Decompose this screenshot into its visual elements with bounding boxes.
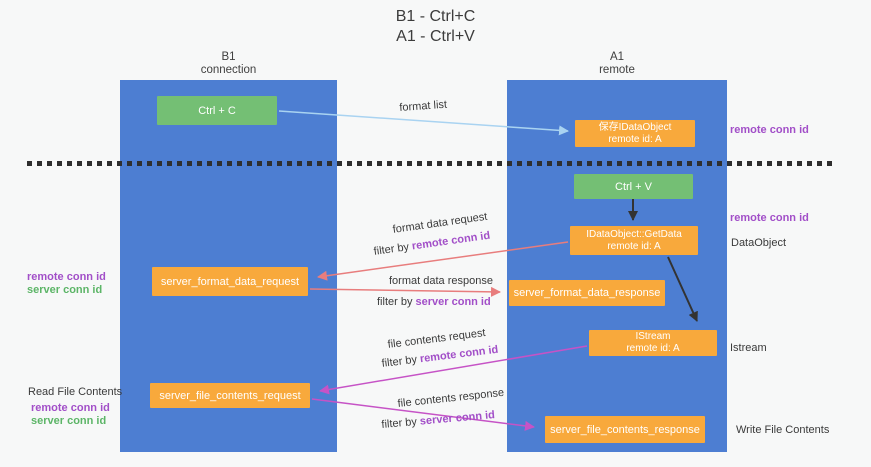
- title-line-1: B1 - Ctrl+C: [395, 8, 476, 25]
- label-dataobject: DataObject: [731, 237, 787, 249]
- node-file-response-label: server_file_contents_response: [550, 423, 700, 436]
- column-a1-name: A1: [609, 51, 625, 63]
- filter-remote-conn-id: remote conn id: [419, 343, 499, 366]
- label-format-data-response: format data response: [389, 275, 493, 287]
- label-remote-conn-id-right-2: remote conn id: [730, 212, 809, 224]
- node-ctrl-v: Ctrl + V: [574, 174, 693, 199]
- node-format-request-label: server_format_data_request: [160, 275, 300, 288]
- node-server-format-data-response: server_format_data_response: [509, 280, 665, 306]
- node-getdata-line2: remote id: A: [607, 240, 661, 252]
- node-save-idataobject-line2: remote id: A: [608, 133, 662, 145]
- arrow-format-data-response: [309, 286, 501, 297]
- label-write-file-contents: Write File Contents: [736, 424, 830, 436]
- filter-remote-conn-id: remote conn id: [411, 229, 491, 253]
- filter-by-text: filter by: [381, 353, 421, 370]
- filter-server-conn-id: server conn id: [415, 296, 491, 308]
- node-file-request-label: server_file_contents_request: [159, 389, 301, 402]
- label-format-list: format list: [399, 98, 448, 114]
- node-server-file-contents-response: server_file_contents_response: [545, 416, 705, 443]
- node-ctrl-c: Ctrl + C: [157, 96, 277, 125]
- filter-server-conn-id: server conn id: [419, 409, 496, 428]
- label-format-data-request-filter: filter by remote conn id: [373, 230, 491, 258]
- filter-by-text: filter by: [377, 296, 416, 308]
- node-istream: IStream remote id: A: [589, 330, 717, 356]
- node-save-idataobject-line1: 保存IDataObject: [598, 121, 672, 133]
- node-server-file-contents-request: server_file_contents_request: [150, 383, 310, 408]
- column-header-b1: B1 connection: [120, 51, 337, 77]
- label-remote-conn-id-left-2: remote conn id: [31, 402, 110, 414]
- label-file-contents-response-filter: filter by server conn id: [381, 409, 495, 431]
- column-b1-role: connection: [200, 64, 257, 76]
- filter-by-text: filter by: [373, 240, 413, 258]
- title-line-2: A1 - Ctrl+V: [396, 28, 475, 45]
- column-b1-name: B1: [221, 51, 236, 63]
- label-read-file-contents: Read File Contents: [28, 386, 123, 398]
- node-server-format-data-request: server_format_data_request: [152, 267, 308, 296]
- diagram-title: B1 - Ctrl+C A1 - Ctrl+V: [0, 7, 871, 47]
- label-remote-conn-id-right-1: remote conn id: [730, 124, 809, 136]
- node-ctrl-v-label: Ctrl + V: [615, 180, 652, 193]
- label-server-conn-id-left-1: server conn id: [27, 284, 103, 296]
- node-idataobject-getdata: IDataObject::GetData remote id: A: [570, 226, 698, 255]
- node-format-response-label: server_format_data_response: [513, 287, 661, 299]
- node-ctrl-c-label: Ctrl + C: [198, 104, 236, 117]
- node-istream-line1: IStream: [635, 331, 671, 342]
- column-header-a1: A1 remote: [507, 51, 727, 77]
- node-getdata-line1: IDataObject::GetData: [586, 228, 682, 240]
- label-istream: Istream: [730, 342, 767, 354]
- label-server-conn-id-left-2: server conn id: [31, 415, 107, 427]
- label-remote-conn-id-left-1: remote conn id: [27, 271, 106, 283]
- filter-by-text: filter by: [381, 415, 421, 431]
- label-format-data-response-filter: filter by server conn id: [377, 296, 491, 308]
- node-istream-line2: remote id: A: [626, 343, 680, 354]
- label-file-contents-response: file contents response: [397, 386, 505, 410]
- node-save-idataobject: 保存IDataObject remote id: A: [575, 120, 695, 147]
- column-a1-role: remote: [599, 64, 635, 76]
- dashed-divider: [27, 161, 833, 166]
